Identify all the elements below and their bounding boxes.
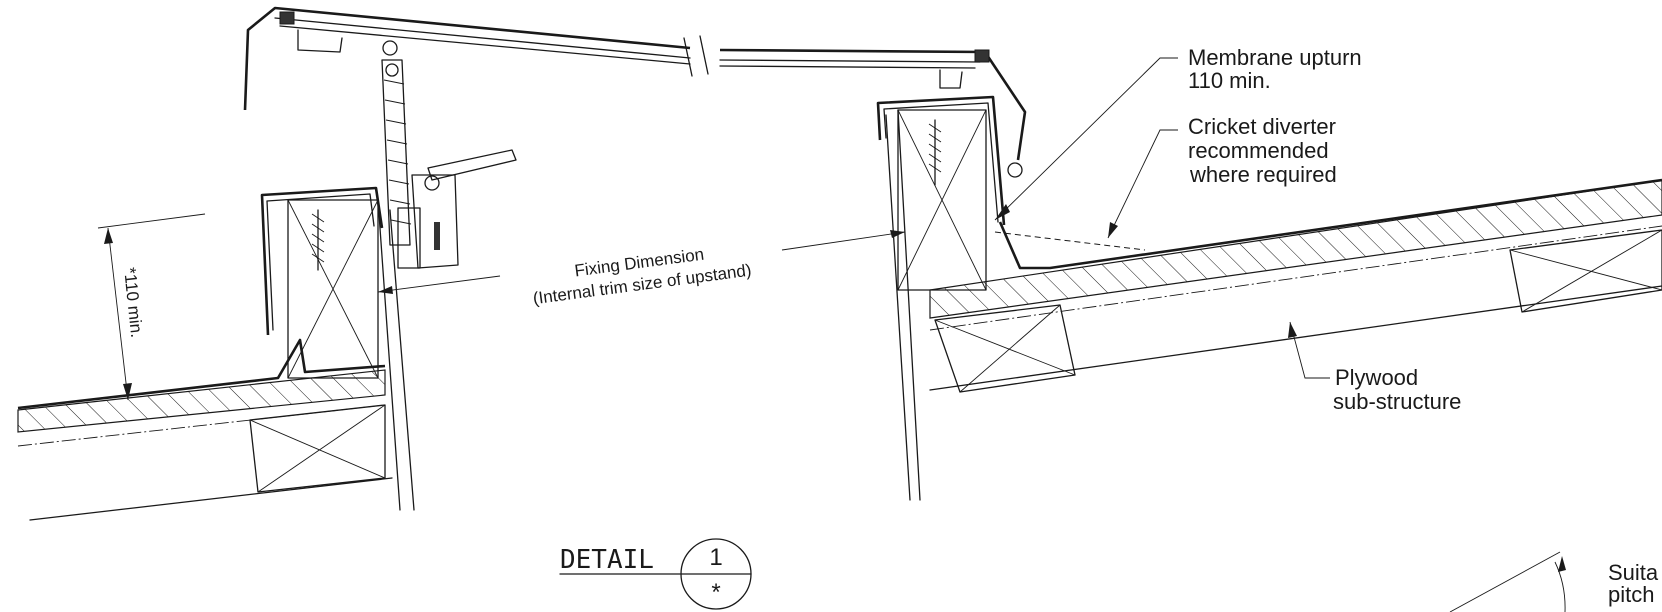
- label-cricket-line3: where required: [1189, 162, 1337, 187]
- detail-word: DETAIL: [560, 545, 654, 575]
- label-membrane-upturn-line2: 110 min.: [1188, 68, 1271, 93]
- label-110-min: *110 min.: [120, 266, 146, 338]
- label-plywood-line2: sub-structure: [1333, 389, 1461, 414]
- detail-callout: DETAIL 1 *: [559, 538, 752, 610]
- detail-number: 1: [709, 544, 722, 571]
- hatch-lid: [243, 6, 1027, 178]
- stay-mechanism: [381, 40, 517, 269]
- left-roof-deck: [17, 338, 393, 521]
- label-fixing-dimension: Fixing Dimension (Internal trim size of …: [532, 245, 753, 309]
- label-cricket-line2: recommended: [1188, 138, 1329, 163]
- right-roof-deck: [929, 178, 1662, 393]
- right-upstand: [876, 95, 1006, 501]
- label-suitable-line1: Suita: [1608, 560, 1659, 585]
- label-cricket-line1: Cricket diverter: [1188, 114, 1336, 139]
- annotation-leaders: [97, 57, 1566, 612]
- label-membrane-upturn-line1: Membrane upturn: [1188, 45, 1362, 70]
- label-suitable-line2: pitch: [1608, 582, 1654, 607]
- detail-sheet: *: [711, 579, 720, 606]
- left-upstand: [260, 186, 415, 511]
- label-plywood-line1: Plywood: [1335, 365, 1418, 390]
